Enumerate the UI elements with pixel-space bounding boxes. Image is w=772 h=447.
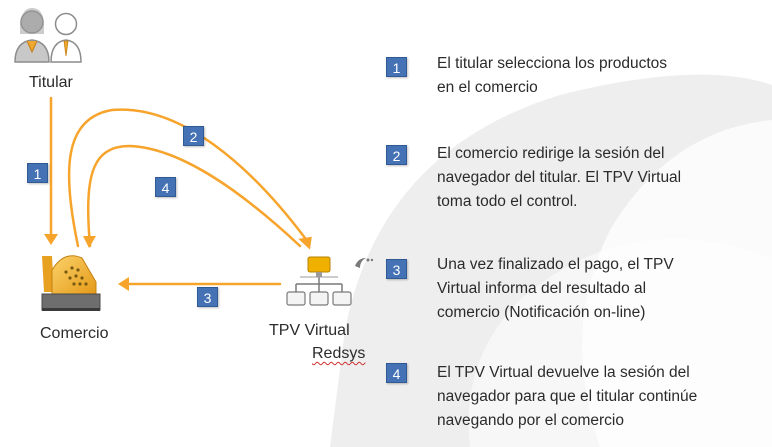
arrowhead-1 <box>44 234 58 245</box>
step-text-3: Una vez finalizado el pago, el TPV Virtu… <box>437 253 674 325</box>
redsys-label: Redsys <box>312 345 366 362</box>
signal-icon <box>355 258 374 268</box>
step-4-line-3: navegando por el comercio <box>437 412 624 429</box>
step-badge-2: 2 <box>386 145 407 165</box>
step-text-2: El comercio redirige la sesión del naveg… <box>437 142 681 214</box>
step-text-1: El titular selecciona los productos en e… <box>437 52 667 100</box>
arrow-heads <box>44 234 312 291</box>
step-badge-4: 4 <box>386 363 407 383</box>
flow-arrows <box>49 96 307 286</box>
users-icon <box>14 8 82 63</box>
step-1-line-1: El titular selecciona los productos <box>437 55 668 72</box>
arrow-2 <box>67 108 307 248</box>
titular-label: Titular <box>29 74 73 91</box>
step-4-line-1: El TPV Virtual devuelve la sesión del <box>437 364 690 381</box>
tpv-label: TPV Virtual <box>269 322 350 339</box>
step-badge-1: 1 <box>386 57 407 77</box>
step-2-line-3: toma todo el control. <box>437 193 578 210</box>
step-4-line-2: navegador para que el titular continúe <box>437 388 698 405</box>
arrowhead-3 <box>118 277 129 291</box>
step-1-line-2: en el comercio <box>437 79 538 96</box>
cash-register-icon <box>41 255 101 311</box>
arrow-badge-4: 4 <box>155 177 176 197</box>
step-2-line-1: El comercio redirige la sesión del <box>437 145 665 162</box>
arrow-badge-1: 1 <box>27 163 48 183</box>
comercio-label: Comercio <box>40 325 109 342</box>
step-2-line-2: navegador del titular. El TPV Virtual <box>437 169 682 186</box>
arrow-badge-2: 2 <box>183 126 204 146</box>
step-3-line-1: Una vez finalizado el pago, el TPV <box>437 256 674 273</box>
network-server-icon <box>286 256 352 306</box>
step-3-line-3: comercio (Notificación on-line) <box>437 304 646 321</box>
step-badge-3: 3 <box>386 259 407 279</box>
step-3-line-2: Virtual informa del resultado al <box>437 280 647 297</box>
step-text-4: El TPV Virtual devuelve la sesión del na… <box>437 361 697 433</box>
arrowhead-2 <box>298 236 312 250</box>
arrow-4 <box>86 144 302 248</box>
arrow-badge-3: 3 <box>197 287 218 307</box>
background-swoosh <box>330 74 772 447</box>
arrowhead-4 <box>83 236 96 248</box>
